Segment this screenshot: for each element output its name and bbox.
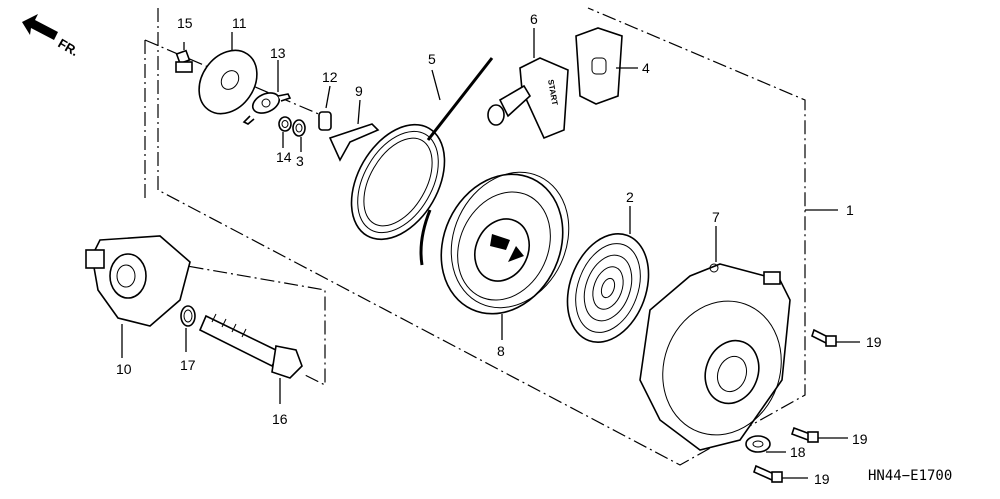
callout-16: 16 — [272, 411, 288, 427]
part-6-start-handle: START — [487, 28, 569, 140]
callout-18: 18 — [790, 444, 806, 460]
front-direction-label: FR. — [56, 36, 82, 59]
part-10-flange — [85, 235, 191, 358]
part-16-long-bolt — [198, 313, 303, 404]
callout-labels: 15 11 13 12 9 5 6 4 14 3 1 2 7 10 17 8 1… — [116, 11, 882, 487]
callout-4: 4 — [642, 60, 650, 76]
callout-3: 3 — [296, 153, 304, 169]
part-17-washer — [180, 305, 196, 352]
callout-17: 17 — [180, 357, 196, 373]
callout-2: 2 — [626, 189, 634, 205]
part-19-bolt-lower — [753, 464, 808, 483]
part-7-starter-case — [639, 226, 791, 451]
callout-10: 10 — [116, 361, 132, 377]
callout-9: 9 — [355, 83, 363, 99]
callout-12: 12 — [322, 69, 338, 85]
part-11-disc — [198, 32, 258, 115]
callout-7: 7 — [712, 209, 720, 225]
callout-5: 5 — [428, 51, 436, 67]
callout-19-lower: 19 — [814, 471, 830, 487]
part-19-bolt-upper — [811, 328, 860, 347]
callout-14: 14 — [276, 149, 292, 165]
part-9-pawl — [328, 99, 380, 162]
callout-15: 15 — [177, 15, 193, 31]
callout-19-upper: 19 — [866, 334, 882, 350]
start-handle-text: START — [546, 79, 559, 106]
callout-13: 13 — [270, 45, 286, 61]
callout-19-middle: 19 — [852, 431, 868, 447]
callout-8: 8 — [497, 343, 505, 359]
drawing-code: HN44−E1700 — [868, 468, 952, 484]
part-19-bolt-middle — [790, 426, 848, 443]
callout-1: 1 — [846, 202, 854, 218]
callout-6: 6 — [530, 11, 538, 27]
part-8-pulley — [440, 171, 570, 340]
part-3-spring — [292, 119, 306, 152]
callout-11: 11 — [232, 15, 247, 31]
part-18-clamp — [745, 435, 786, 453]
part-5-rope — [350, 57, 494, 266]
part-15-bolt — [175, 42, 193, 73]
part-12-pin — [318, 85, 332, 131]
part-14-ring — [278, 116, 292, 148]
front-direction-arrow-icon — [22, 14, 58, 40]
part-2-recoil-spring — [566, 206, 650, 344]
part-13-ratchet — [242, 60, 292, 125]
part-4-grip — [575, 27, 638, 105]
